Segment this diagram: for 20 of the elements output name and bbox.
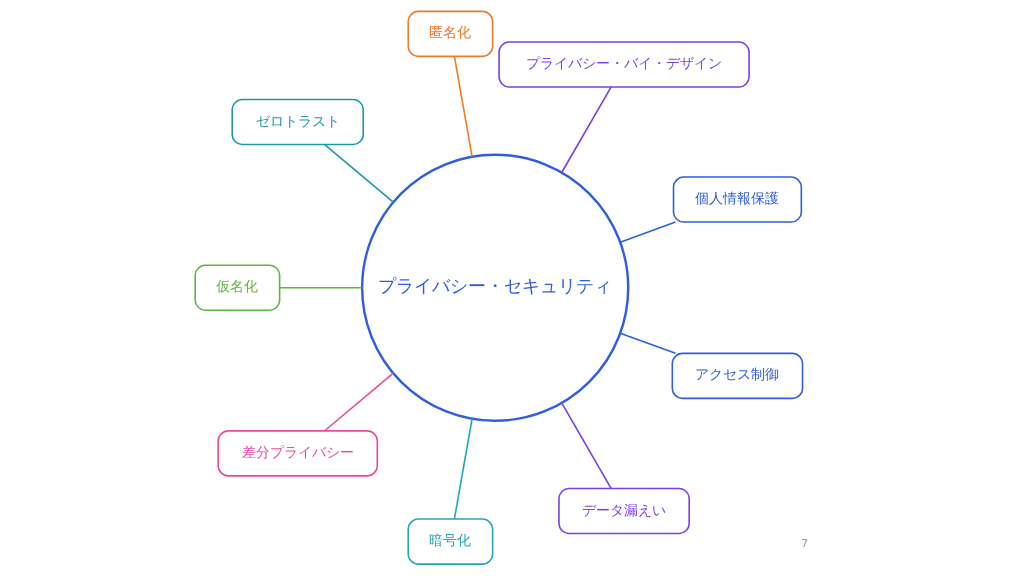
connector [560, 402, 612, 490]
node-box: データ漏えい [558, 487, 690, 535]
connector [453, 55, 473, 158]
node-box: 匿名化 [407, 10, 494, 58]
connector [560, 86, 612, 174]
node-box: プライバシー・バイ・デザイン [498, 41, 750, 88]
connector [619, 221, 677, 243]
connector [323, 372, 395, 432]
connector [278, 286, 363, 289]
connector [619, 332, 677, 355]
node-box: ゼロトラスト [231, 98, 365, 146]
node-box: 暗号化 [407, 518, 494, 565]
node-box: 仮名化 [194, 264, 281, 312]
node-circle: プライバシー・セキュリティ [360, 153, 630, 422]
label: 7 [801, 537, 809, 551]
node-box: 差分プライバシー [217, 430, 379, 477]
connector [453, 417, 473, 520]
node-box: アクセス制御 [671, 352, 804, 400]
node-box: 個人情報保護 [672, 176, 803, 223]
connector [323, 143, 395, 203]
